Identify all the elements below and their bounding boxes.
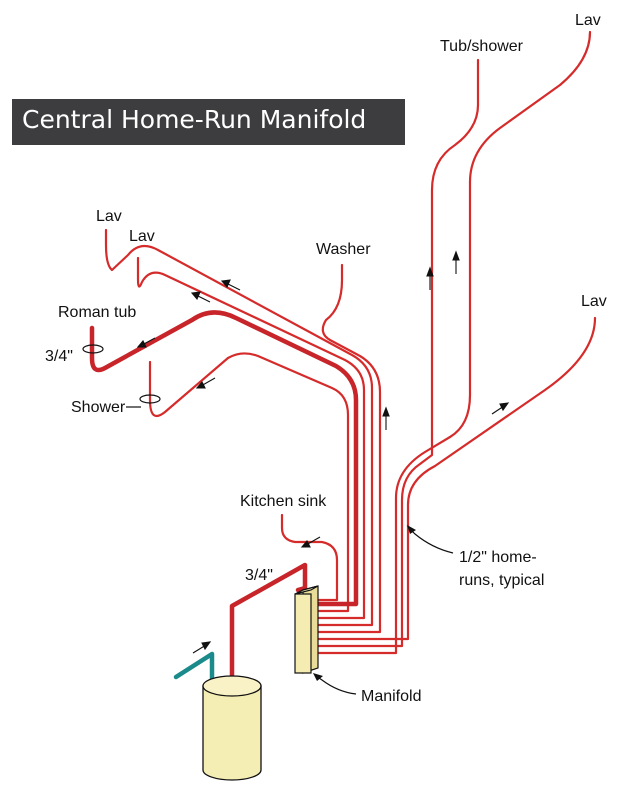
arrow-up-right-icon — [192, 641, 212, 654]
pipe-lav-right — [316, 316, 597, 641]
pipe-tub-shower — [316, 58, 480, 648]
arrow-left-icon — [136, 337, 156, 348]
pipe-roman-tub — [89, 310, 359, 607]
label-kitchen-sink: Kitchen sink — [240, 493, 327, 510]
pipe-lav-top-right — [316, 30, 592, 655]
pipe-lav-upper-left — [104, 228, 374, 627]
label-lav-top-right: Lav — [575, 12, 601, 29]
label-tub-shower: Tub/shower — [440, 38, 524, 55]
label-roman-tub: Roman tub — [58, 304, 136, 321]
arrow-up-icon — [452, 250, 460, 274]
flow-arrows — [136, 250, 510, 654]
title-banner: Central Home-Run Manifold — [12, 99, 405, 145]
supply-pipe — [229, 562, 308, 683]
arrow-up-icon — [426, 266, 434, 290]
pipe-kitchen-sink — [280, 513, 339, 602]
page-title: Central Home-Run Manifold — [22, 105, 367, 134]
arrow-up-right-icon — [491, 402, 510, 415]
label-lav-upper-left-2: Lav — [129, 228, 155, 245]
label-three-quarter-left: 3/4" — [45, 348, 73, 365]
arrow-left-icon — [300, 536, 321, 548]
labels: Lav Tub/shower Lav Lav Washer Lav Roman … — [45, 12, 607, 705]
label-lav-right: Lav — [581, 293, 607, 310]
callout-marks — [82, 344, 454, 695]
label-lav-upper-left: Lav — [96, 208, 122, 225]
arrow-left-icon — [195, 377, 216, 389]
label-shower: Shower — [71, 399, 126, 416]
manifold-box — [294, 585, 319, 674]
size-loop-icon — [139, 394, 161, 404]
label-half-inch-line1: 1/2" home- — [459, 549, 537, 566]
pipe-shower — [148, 352, 350, 613]
label-three-quarter-supply: 3/4" — [245, 567, 273, 584]
pipe-lav-upper-left-2 — [136, 256, 366, 620]
leader-manifold — [315, 675, 357, 695]
home-run-pipes — [89, 30, 597, 655]
size-loop-icon — [82, 344, 104, 354]
label-washer: Washer — [316, 241, 371, 258]
leader-half-inch — [408, 527, 454, 554]
cold-supply-pipe — [173, 651, 215, 683]
arrow-left-icon — [190, 291, 211, 303]
pipe-washer — [316, 263, 382, 634]
arrow-up-icon — [382, 406, 390, 430]
label-manifold: Manifold — [361, 688, 421, 705]
arrow-left-icon — [220, 279, 241, 291]
water-heater — [202, 675, 262, 781]
label-half-inch-line2: runs, typical — [459, 572, 544, 589]
